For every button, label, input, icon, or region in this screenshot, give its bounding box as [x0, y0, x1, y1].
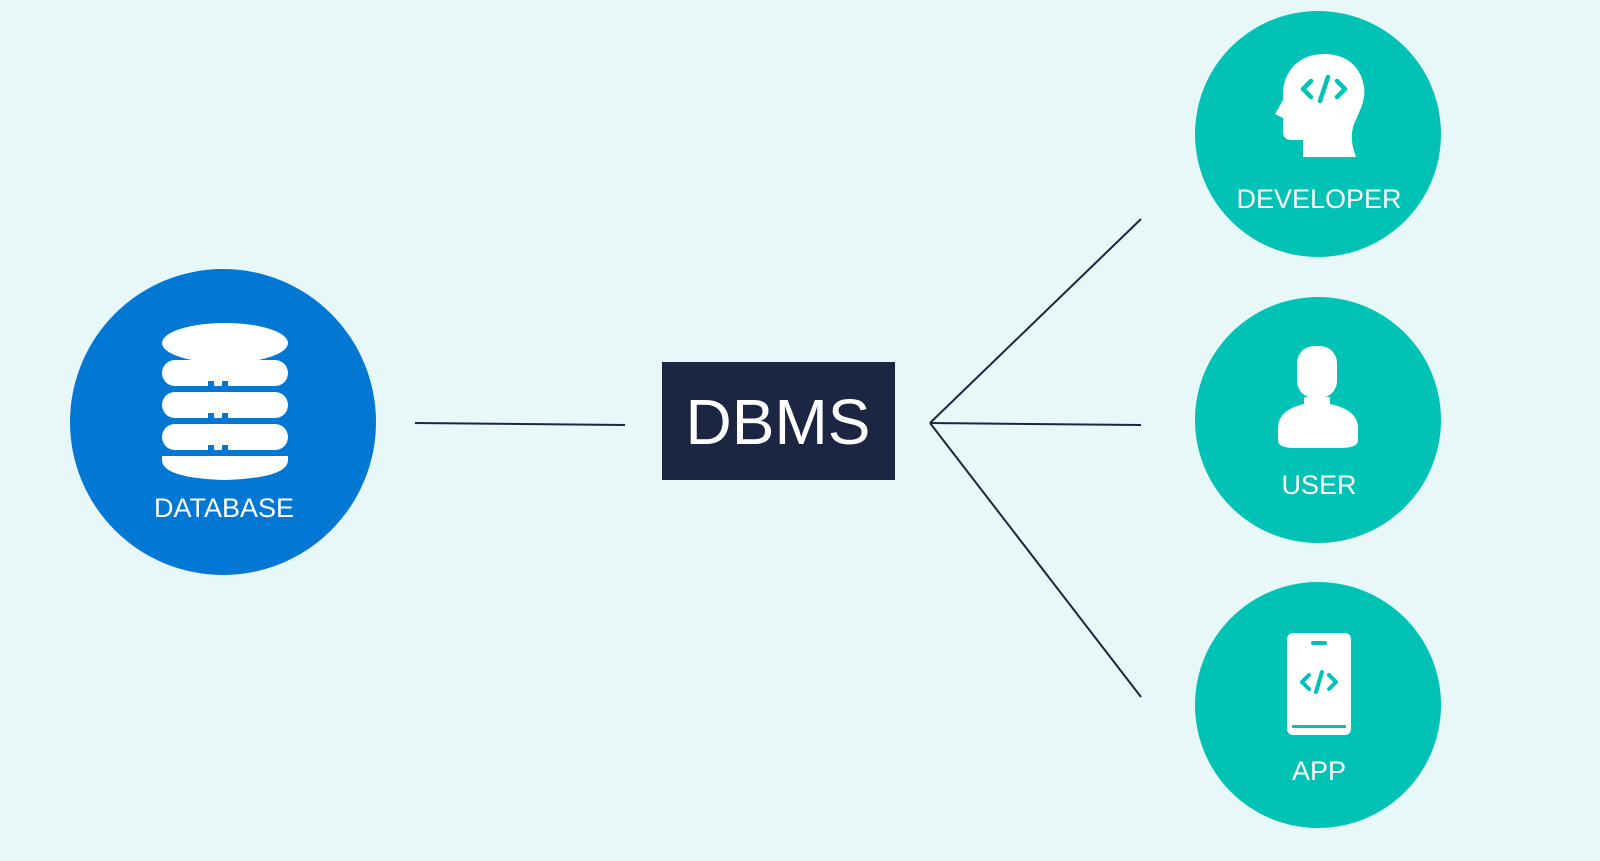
database-node[interactable]: DATABASE — [70, 269, 376, 575]
connector-dbms-app — [929, 422, 1142, 698]
user-label: USER — [1281, 470, 1356, 500]
developer-node[interactable]: DEVELOPER — [1195, 11, 1441, 257]
user-node[interactable]: USER — [1195, 297, 1441, 543]
developer-label: DEVELOPER — [1236, 184, 1401, 214]
connectors — [414, 218, 1142, 698]
app-node[interactable]: APP — [1195, 582, 1441, 828]
user-icon — [1278, 346, 1358, 448]
database-icon — [162, 323, 288, 480]
connector-dbms-user — [929, 422, 1142, 426]
database-circle — [70, 269, 376, 575]
connector-database-dbms — [414, 422, 626, 426]
database-label: DATABASE — [154, 493, 294, 523]
dbms-node[interactable]: DBMS — [662, 362, 895, 480]
connector-dbms-developer — [929, 218, 1142, 424]
dbms-box — [662, 362, 895, 480]
dbms-label: DBMS — [686, 386, 871, 458]
app-label: APP — [1292, 756, 1346, 786]
developer-head-code-icon — [1275, 54, 1365, 157]
mobile-app-code-icon — [1287, 633, 1351, 735]
